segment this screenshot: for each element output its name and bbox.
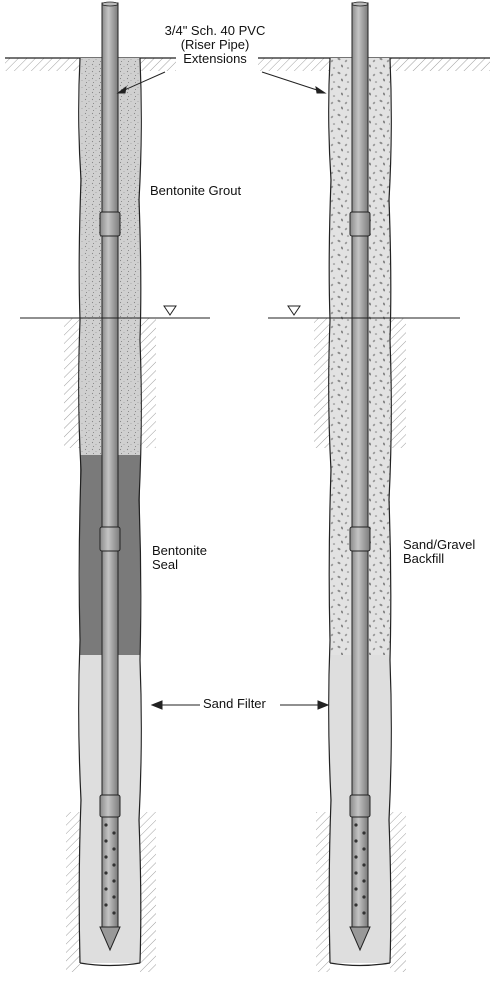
right-drive-point — [349, 926, 371, 952]
bentonite-seal-line2: Seal — [152, 557, 179, 572]
right-bottom-hatch-left — [316, 812, 330, 972]
left-bottom-hatch-left — [66, 812, 80, 972]
left-well-screen — [101, 816, 119, 928]
right-well — [258, 1, 490, 972]
left-coupling-2 — [99, 526, 121, 552]
riser-label-line3: Extensions — [183, 51, 247, 66]
left-ground-hatch-right — [140, 58, 176, 71]
right-coupling-1 — [349, 211, 371, 237]
right-water-table-symbol — [287, 305, 301, 316]
bentonite-grout-label: Bentonite Grout — [150, 183, 242, 198]
riser-label-line1: 3/4" Sch. 40 PVC — [164, 23, 266, 38]
sand-gravel-backfill-label: Sand/Gravel Backfill — [403, 538, 475, 566]
right-ground-hatch-right — [390, 58, 490, 71]
left-screen-slots — [104, 823, 116, 915]
left-coupling-1 — [99, 211, 121, 237]
sand-filter-label: Sand Filter — [203, 696, 266, 711]
left-coupling-3 — [99, 794, 121, 818]
left-drive-point — [99, 926, 121, 952]
sand-filter-arrowhead-left — [150, 700, 163, 710]
sand-gravel-line1: Sand/Gravel — [403, 537, 476, 552]
riser-leader-left — [119, 71, 166, 93]
right-coupling-2 — [349, 526, 371, 552]
sand-gravel-line2: Backfill — [403, 551, 445, 566]
right-riser-pipe — [351, 2, 369, 804]
left-borehole-wall-left — [78, 57, 82, 964]
riser-arrowhead-right — [315, 85, 327, 94]
bentonite-seal-line1: Bentonite — [152, 543, 207, 558]
right-water-zone-hatch-left — [314, 318, 330, 448]
left-pipe-top — [101, 1, 119, 7]
riser-pipe-label: 3/4" Sch. 40 PVC (Riser Pipe) Extensions — [140, 24, 290, 66]
right-well-screen — [351, 816, 369, 928]
left-water-zone-hatch-left — [64, 318, 80, 448]
right-pipe-top — [351, 1, 369, 7]
bentonite-seal-label: Bentonite Seal — [152, 544, 207, 572]
left-riser-pipe — [101, 2, 119, 804]
right-ground-hatch-left — [258, 58, 330, 71]
right-borehole-wall-right — [388, 57, 392, 964]
right-water-zone-hatch-right — [390, 318, 406, 448]
riser-label-line2: (Riser Pipe) — [180, 37, 250, 52]
left-ground-hatch-left — [5, 58, 80, 71]
riser-arrowhead-left — [116, 85, 127, 94]
left-well — [5, 1, 210, 972]
leader-arrows — [116, 71, 330, 710]
sand-filter-arrowhead-right — [317, 700, 330, 710]
right-borehole-bottom — [329, 962, 391, 967]
riser-leader-right — [261, 71, 324, 93]
right-bottom-hatch-right — [390, 812, 406, 972]
left-water-table-symbol — [163, 305, 177, 316]
left-borehole-wall-right — [138, 57, 142, 964]
left-bottom-hatch-right — [140, 812, 156, 972]
right-borehole-wall-left — [328, 57, 332, 964]
right-screen-slots — [354, 823, 366, 915]
left-borehole-bottom — [79, 962, 141, 967]
left-water-zone-hatch-right — [140, 318, 156, 448]
right-coupling-3 — [349, 794, 371, 818]
